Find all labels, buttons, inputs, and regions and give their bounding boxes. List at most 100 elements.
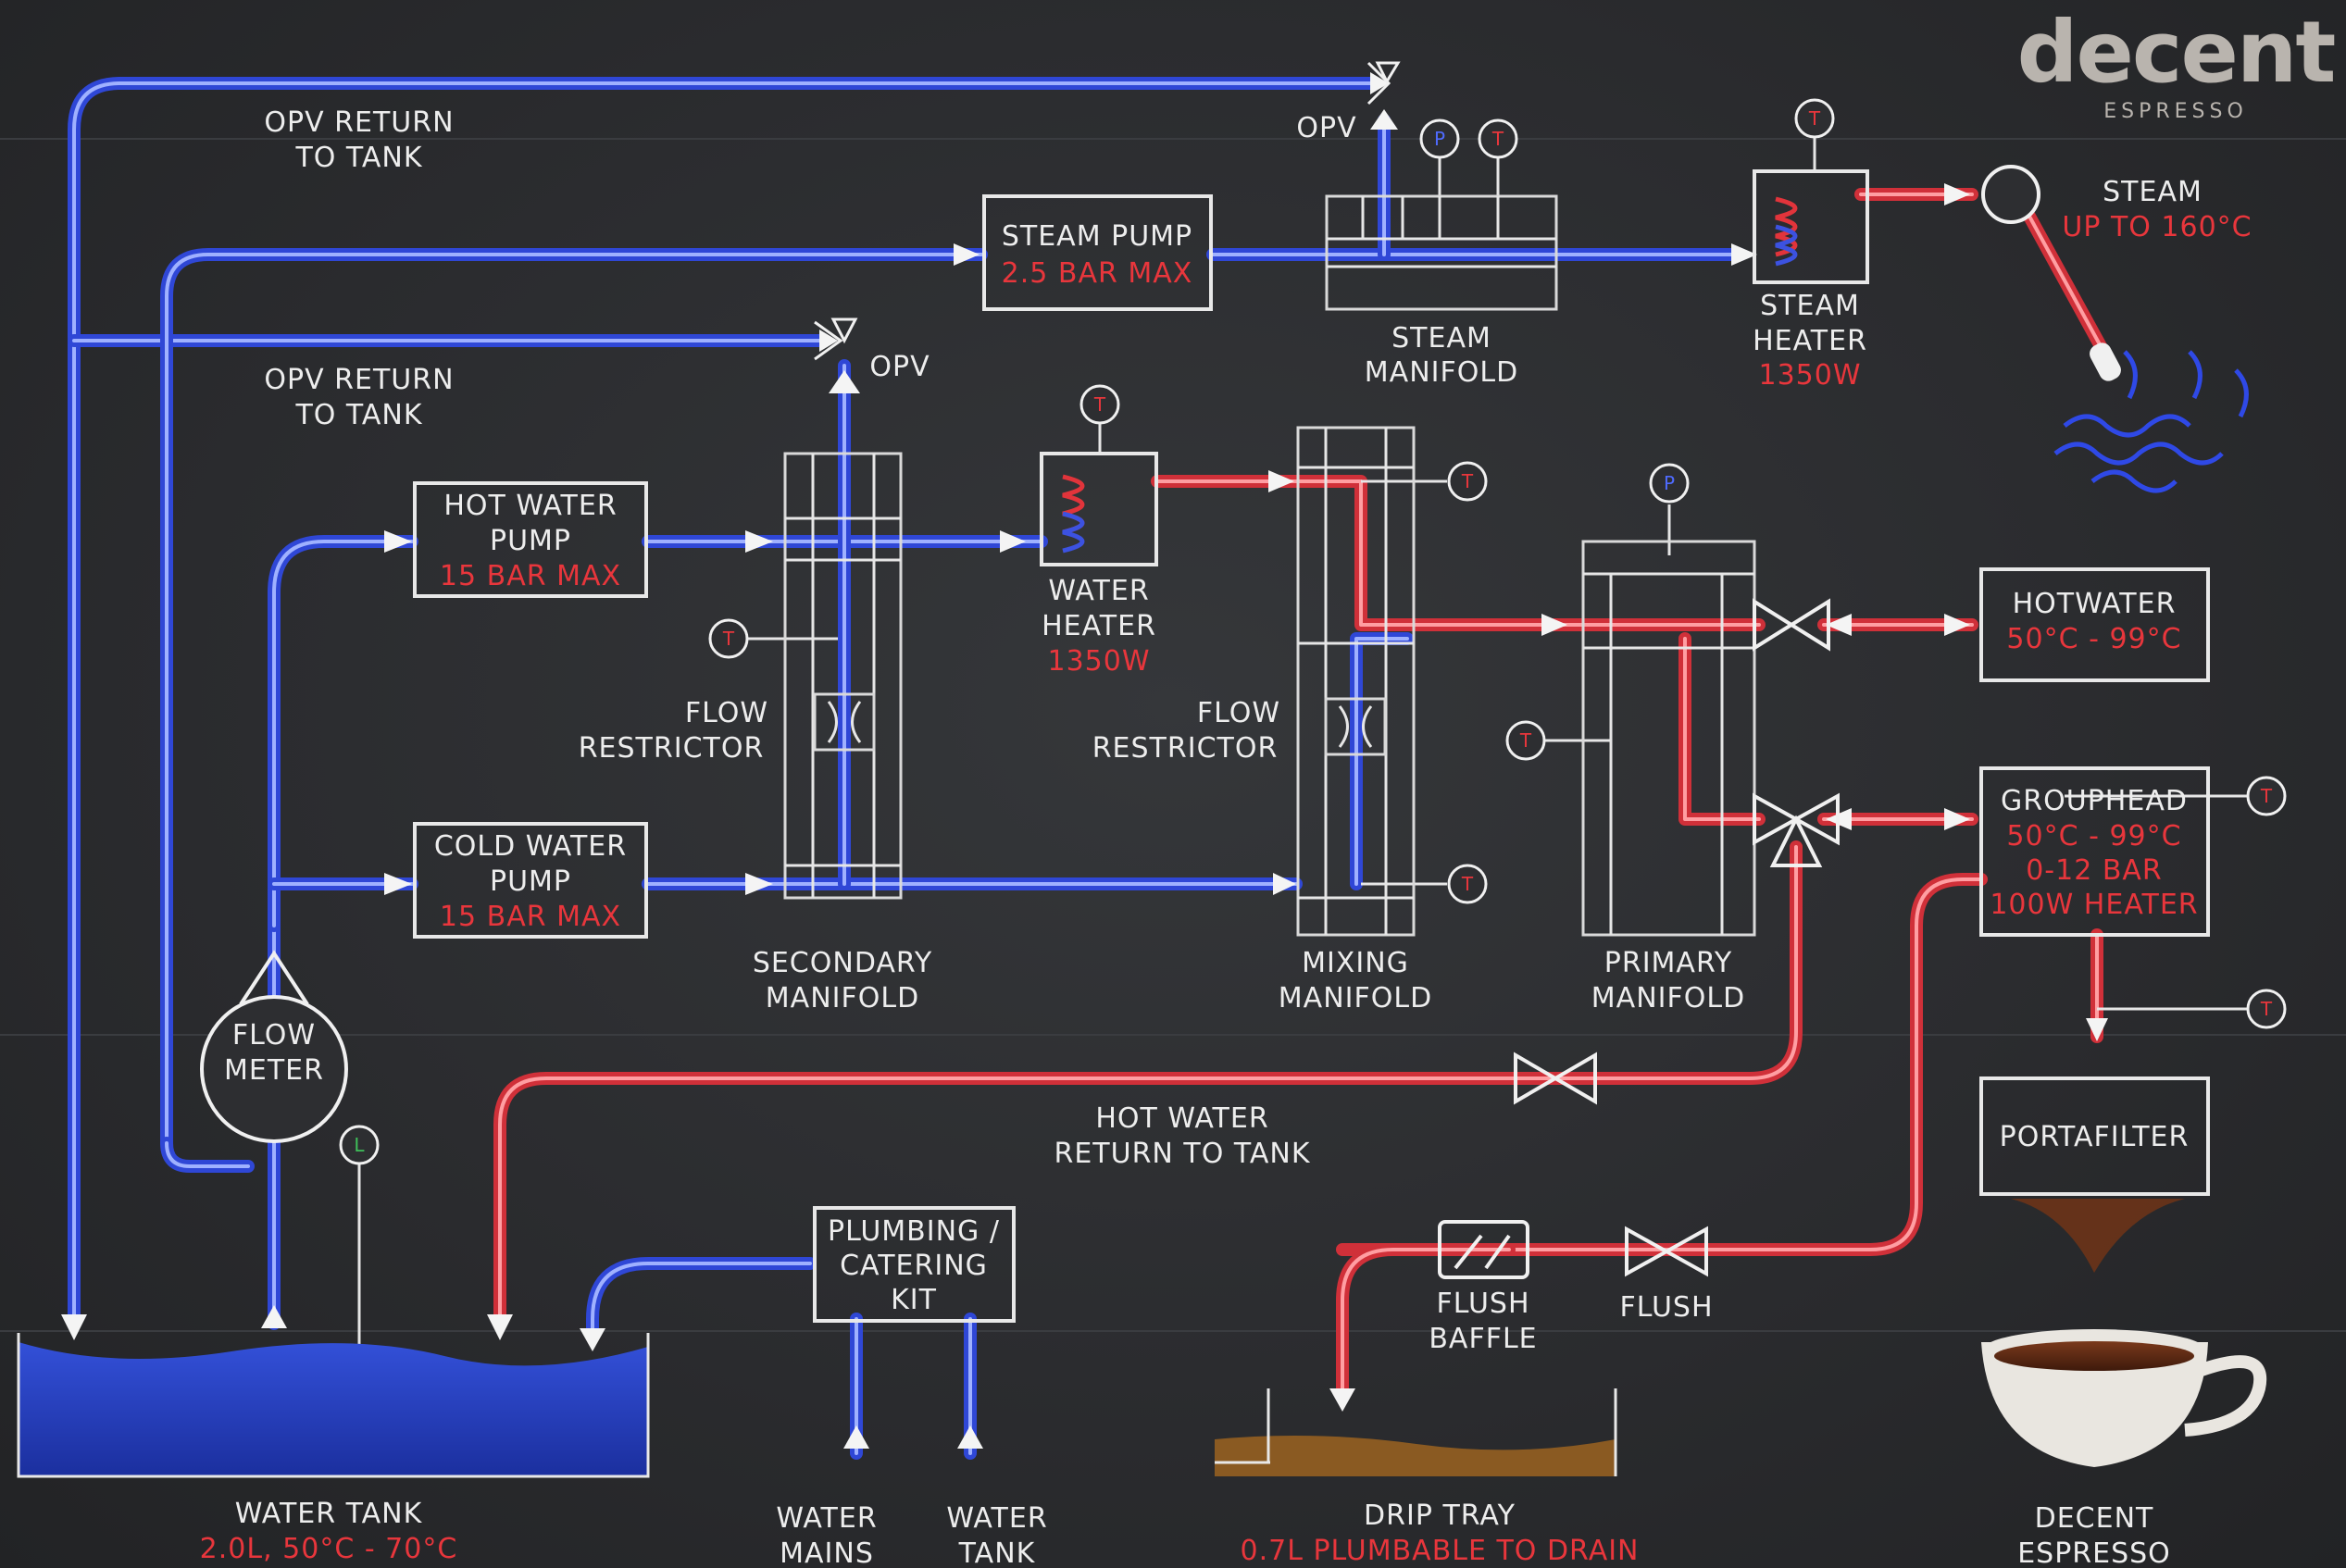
sensor-p-label: P <box>1664 472 1675 494</box>
decent-espresso-label-2: ESPRESSO <box>2017 1537 2171 1568</box>
plumbing-kit-label-3: KIT <box>891 1284 937 1316</box>
mixing-manifold <box>1296 426 1416 937</box>
steam-label: STEAM <box>2103 176 2202 208</box>
steam-manifold-label-1: STEAM <box>1391 322 1491 355</box>
board-seams <box>0 138 2346 1332</box>
cold-water-pump-label-1: COLD WATER <box>434 830 627 863</box>
valves <box>1438 598 1840 1279</box>
flow-arrows <box>61 72 2108 1449</box>
opv-top-label: OPV <box>1296 112 1356 144</box>
sensor-t-steam-heater: T <box>1794 98 1835 139</box>
sensor-l-water-tank: L <box>339 1125 380 1165</box>
cold-water-pump-label-2: PUMP <box>490 865 571 898</box>
espresso-cup <box>1981 1329 2267 1467</box>
hot-water-pump-spec: 15 BAR MAX <box>440 560 621 592</box>
steam-pump-label: STEAM PUMP <box>1002 220 1192 253</box>
flush-baffle-label-1: FLUSH <box>1436 1288 1529 1320</box>
brand-tagline: ESPRESSO <box>2103 100 2248 123</box>
opv-valve-top <box>1366 61 1401 106</box>
flow-meter-label-2: METER <box>224 1054 324 1087</box>
sensor-stems <box>357 137 2250 1412</box>
flow-meter-label-1: FLOW <box>232 1019 316 1052</box>
hotwater-box: HOTWATER 50°C - 99°C <box>1979 567 2210 682</box>
steam-manifold-label-2: MANIFOLD <box>1365 356 1518 389</box>
sensor-t-label: T <box>1093 393 1106 416</box>
hot-water-pump-box: HOT WATER PUMP 15 BAR MAX <box>413 481 648 598</box>
drip-tray-label: DRIP TRAY <box>1364 1500 1516 1532</box>
steam-pump-spec: 2.5 BAR MAX <box>1002 257 1193 290</box>
sensor-l-label: L <box>354 1134 365 1156</box>
grouphead-spec-heater: 100W HEATER <box>1990 889 2198 921</box>
hot-water-return-label-1: HOT WATER <box>1095 1102 1268 1135</box>
hotwater-label: HOTWATER <box>2013 588 2177 620</box>
opv-return-label-1a: OPV RETURN <box>264 106 454 139</box>
cold-water-pipes <box>68 77 1747 1460</box>
hot-water-pipes <box>493 188 2113 1404</box>
hot-water-pump-label-1: HOT WATER <box>443 490 617 522</box>
sensor-t-mixing-top: T <box>1447 461 1488 502</box>
sensor-t-secondary-manifold: T <box>708 618 749 659</box>
plumbing-kit-label-1: PLUMBING / <box>828 1215 1000 1248</box>
water-tank-source-label-2: TANK <box>958 1537 1036 1568</box>
steam-heater-label-2: HEATER <box>1753 325 1867 357</box>
hot-water-return-label-2: RETURN TO TANK <box>1054 1138 1310 1170</box>
free-labels: OPV RETURN TO TANK OPV RETURN TO TANK OP… <box>200 106 2252 1568</box>
sensor-t-label: T <box>2260 785 2273 807</box>
sensor-t-mixing-bottom: T <box>1447 864 1488 904</box>
sensor-t-steam-manifold: T <box>1478 118 1518 159</box>
steam-pump-box: STEAM PUMP 2.5 BAR MAX <box>982 194 1213 311</box>
cold-water-pump-box: COLD WATER PUMP 15 BAR MAX <box>413 822 648 939</box>
opv-return-label-2a: OPV RETURN <box>264 364 454 396</box>
grouphead-label: GROUPHEAD <box>2001 785 2188 817</box>
steam-temp-label: UP TO 160°C <box>2062 211 2252 243</box>
sensor-t-label: T <box>722 628 735 650</box>
drip-tray <box>1215 1388 1617 1476</box>
steam-wand <box>1981 165 2249 493</box>
sensor-t-label: T <box>1519 729 1532 752</box>
mixing-manifold-label-1: MIXING <box>1302 947 1409 979</box>
flow-restrictor-2-label-1: FLOW <box>1197 697 1280 729</box>
sensor-t-grouphead: T <box>2246 776 2287 816</box>
flush-label: FLUSH <box>1619 1291 1713 1324</box>
water-tank-spec: 2.0L, 50°C - 70°C <box>200 1533 458 1565</box>
decent-espresso-label-1: DECENT <box>2035 1502 2154 1535</box>
water-tank-source-label-1: WATER <box>946 1502 1047 1535</box>
secondary-manifold <box>783 452 903 900</box>
sensor-t-label: T <box>1808 107 1821 130</box>
drip-tray-spec: 0.7L PLUMBABLE TO DRAIN <box>1240 1535 1639 1567</box>
plumbing-kit-label-2: CATERING <box>840 1250 988 1282</box>
steam-heater-spec: 1350W <box>1758 359 1861 392</box>
hotwater-spec: 50°C - 99°C <box>2006 623 2181 655</box>
flow-restrictor-2-label-2: RESTRICTOR <box>1092 732 1279 765</box>
sensor-t-label: T <box>1461 470 1474 492</box>
cold-water-pump-spec: 15 BAR MAX <box>440 901 621 933</box>
water-mains-label-1: WATER <box>776 1502 877 1535</box>
water-heater <box>1040 452 1158 566</box>
water-heater-label-2: HEATER <box>1042 610 1156 642</box>
opv-return-label-2b: TO TANK <box>294 399 422 431</box>
water-tank-label: WATER TANK <box>235 1498 423 1530</box>
espresso-stream <box>2011 1199 2185 1273</box>
mixing-manifold-label-2: MANIFOLD <box>1279 982 1432 1014</box>
grouphead-spec-pressure: 0-12 BAR <box>2026 854 2163 887</box>
sensor-p-primary-manifold: P <box>1649 463 1690 504</box>
decent-logo: decent ESPRESSO <box>2017 3 2337 123</box>
primary-manifold-label-1: PRIMARY <box>1604 947 1732 979</box>
steam-manifold <box>1325 194 1558 311</box>
sensor-t-portafilter: T <box>2246 989 2287 1029</box>
sensor-t-label: T <box>1491 128 1504 150</box>
opv-return-label-1b: TO TANK <box>294 142 422 174</box>
sensor-t-label: T <box>1461 873 1474 895</box>
water-tank <box>17 1333 650 1478</box>
flow-restrictor-1-label-1: FLOW <box>685 697 768 729</box>
portafilter-box: PORTAFILTER <box>1979 1076 2210 1196</box>
sensor-t-label: T <box>2260 998 2273 1020</box>
plumbing-kit-box: PLUMBING / CATERING KIT <box>813 1206 1016 1323</box>
opv-valve-mid <box>814 317 858 361</box>
steam-heater <box>1753 169 1869 284</box>
water-mains-label-2: MAINS <box>780 1537 874 1568</box>
sensor-t-primary-manifold: T <box>1505 720 1546 761</box>
hot-water-pump-label-2: PUMP <box>490 525 571 557</box>
